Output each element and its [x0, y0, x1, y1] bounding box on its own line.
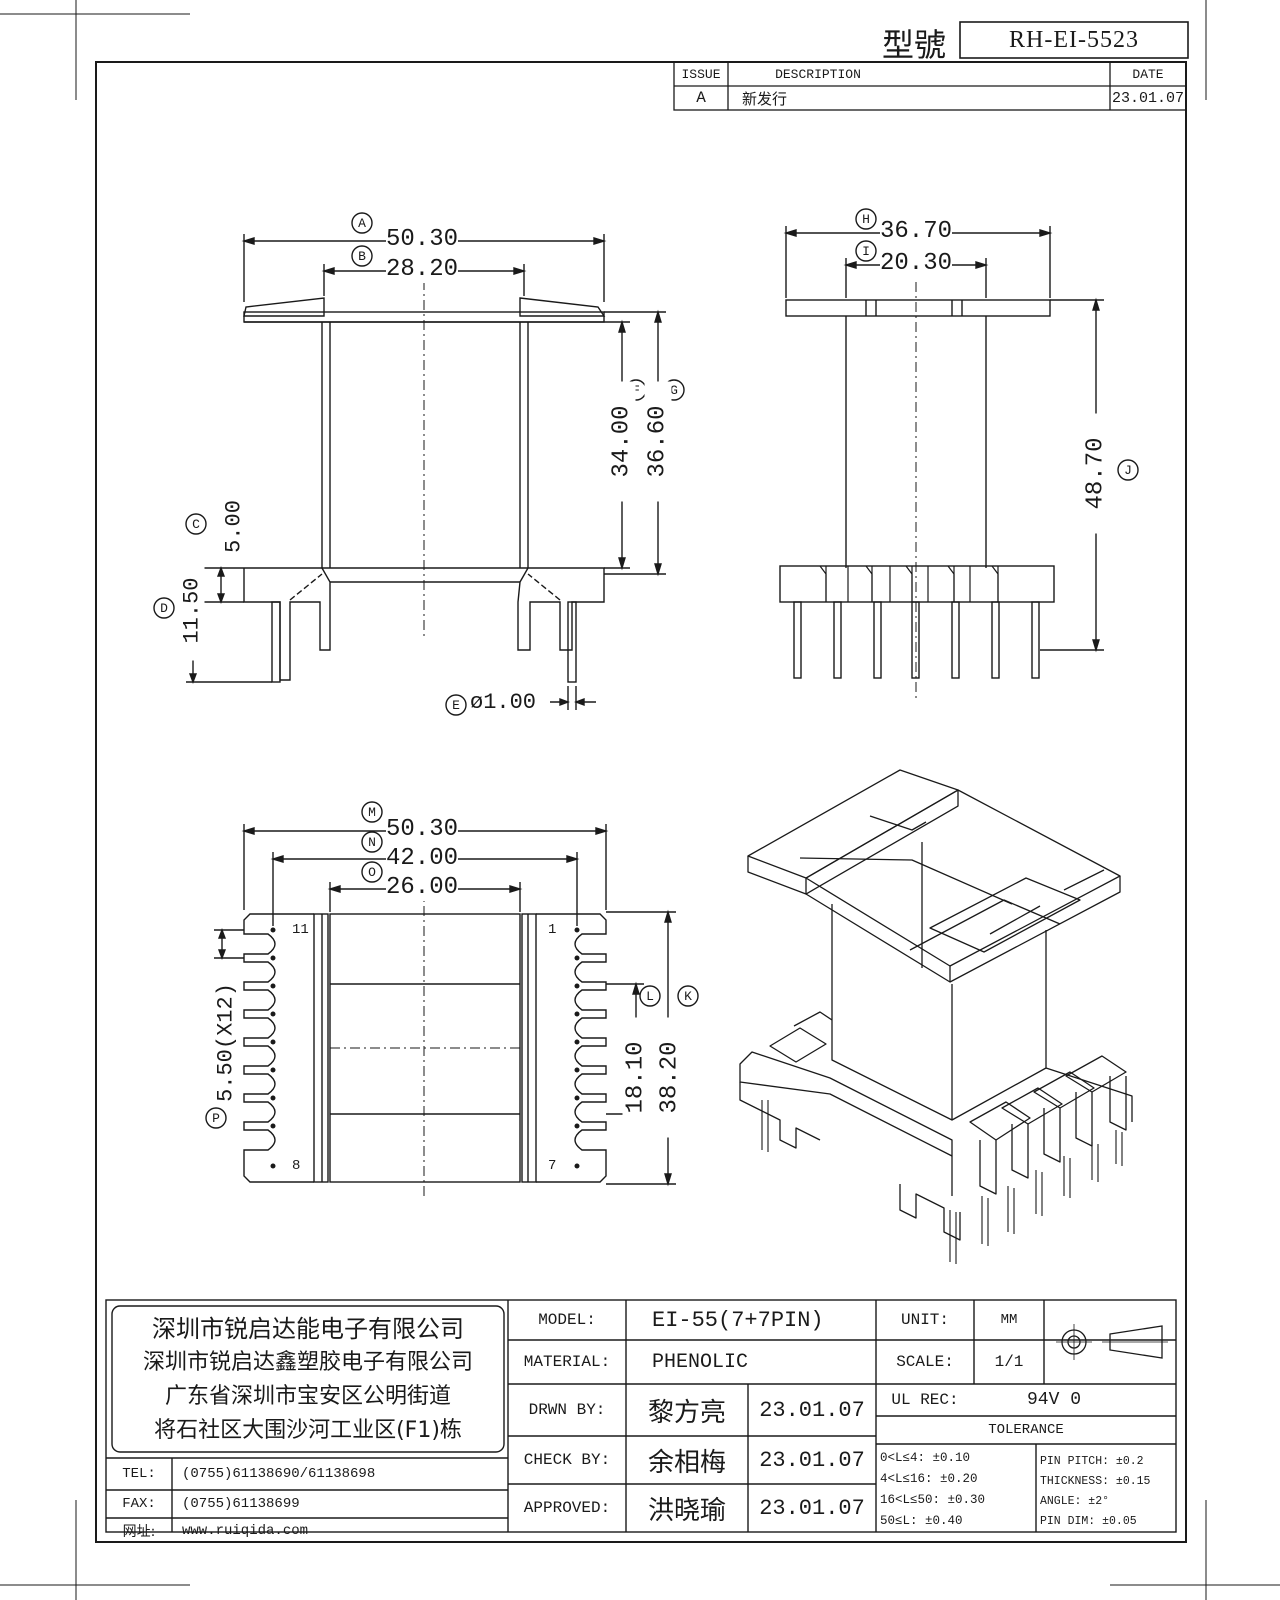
tolerance-right-1: PIN PITCH: ±0.2 — [1040, 1455, 1144, 1468]
company-line-3: 广东省深圳市宝安区公明街道 — [164, 1384, 451, 1409]
approved-date: 23.01.07 — [759, 1495, 865, 1521]
pin-label-1: 1 — [548, 922, 557, 938]
material-value: PHENOLIC — [652, 1350, 749, 1374]
check-by-label: CHECK BY: — [523, 1451, 611, 1469]
revision-col-issue: ISSUE — [681, 66, 721, 82]
tolerance-left-4: 50≤L: ±0.40 — [880, 1514, 963, 1528]
material-label: MATERIAL: — [523, 1353, 611, 1371]
ul-value: 94V 0 — [1026, 1390, 1081, 1410]
revision-row-issue: A — [696, 89, 706, 107]
tolerance-right-2: THICKNESS: ±0.15 — [1040, 1475, 1151, 1488]
website-label: 网址: — [122, 1524, 156, 1540]
tolerance-left-1: 0<L≤4: ±0.10 — [880, 1451, 971, 1465]
dim-value-d: 11.50 — [179, 560, 205, 661]
dim-letter-n: N — [368, 834, 376, 850]
tolerance-right-3: ANGLE: ±2° — [1040, 1495, 1110, 1508]
unit-value: MM — [1000, 1312, 1018, 1328]
dim-letter-i: I — [862, 243, 870, 259]
dim-letter-k: K — [684, 988, 692, 1004]
revision-col-description: DESCRIPTION — [775, 66, 861, 82]
drawn-by-name: 黎方亮 — [647, 1397, 726, 1428]
dim-letter-p: P — [212, 1110, 220, 1126]
drawn-date: 23.01.07 — [759, 1397, 865, 1423]
approved-label: APPROVED: — [523, 1499, 611, 1517]
tolerance-right: PIN PITCH: ±0.2 THICKNESS: ±0.15 ANGLE: … — [1040, 1452, 1174, 1532]
check-by-name: 余相梅 — [647, 1447, 726, 1478]
isometric-view — [739, 769, 1133, 1264]
dim-value-b: 28.20 — [386, 256, 459, 283]
dim-value-m: 50.30 — [386, 816, 459, 843]
drawn-by-label: DRWN BY: — [528, 1401, 606, 1419]
dim-letter-a: A — [358, 215, 366, 231]
ul-label: UL REC: — [891, 1391, 959, 1409]
dim-value-a: 50.30 — [386, 226, 459, 253]
check-date: 23.01.07 — [759, 1447, 865, 1473]
unit-label: UNIT: — [900, 1311, 949, 1329]
revision-col-date: DATE — [1132, 66, 1164, 82]
pin-label-7: 7 — [548, 1158, 557, 1174]
company-line-2: 深圳市锐启达鑫塑胶电子有限公司 — [142, 1350, 473, 1375]
revision-table — [673, 61, 1187, 111]
dim-value-o: 26.00 — [386, 874, 459, 901]
website-value: www.ruiqida.com — [182, 1523, 309, 1539]
dim-letter-m: M — [368, 804, 376, 820]
dim-letter-o: O — [368, 864, 376, 880]
fax-label: FAX: — [122, 1496, 156, 1512]
dim-letter-b: B — [358, 248, 366, 264]
dim-letter-f: F — [632, 382, 640, 398]
dim-value-p: 5.50(X12) — [213, 983, 239, 1102]
pin-label-11: 11 — [292, 922, 309, 938]
revision-row-date: 23.01.07 — [1111, 89, 1184, 107]
dim-letter-h: H — [862, 211, 870, 227]
dim-letter-d: D — [160, 600, 168, 616]
model-number-label: 型號 — [882, 26, 947, 64]
title-block-grid — [105, 1299, 1177, 1533]
sheet-border — [95, 61, 1187, 1543]
model-number-box — [959, 21, 1189, 59]
dim-value-k: 38.20 — [656, 1017, 684, 1138]
tolerance-left-3: 16<L≤50: ±0.30 — [880, 1493, 986, 1507]
dim-value-i: 20.30 — [880, 250, 953, 277]
company-block: 深圳市锐启达能电子有限公司 深圳市锐启达鑫塑胶电子有限公司 广东省深圳市宝安区公… — [118, 1312, 498, 1448]
dim-value-g: 36.60 — [644, 381, 672, 502]
front-view — [153, 212, 685, 716]
revision-row-description: 新发行 — [742, 89, 788, 108]
tolerance-title: TOLERANCE — [988, 1422, 1064, 1438]
pin-label-8: 8 — [292, 1158, 301, 1174]
fax-value: (0755)61138699 — [182, 1496, 300, 1512]
dim-value-l: 18.10 — [622, 1017, 650, 1138]
model-label: MODEL: — [538, 1311, 596, 1329]
model-value: EI-55(7+7PIN) — [652, 1307, 824, 1333]
projection-symbol-icon — [1056, 1324, 1168, 1360]
company-line-4: 将石社区大围沙河工业区(F1)栋 — [154, 1418, 462, 1443]
dim-letter-j: J — [1124, 462, 1132, 478]
approved-name: 洪晓瑜 — [647, 1495, 726, 1526]
dim-value-f: 34.00 — [608, 381, 636, 502]
dim-letter-e: E — [452, 697, 460, 713]
scale-label: SCALE: — [896, 1353, 954, 1371]
company-line-1: 深圳市锐启达能电子有限公司 — [152, 1315, 464, 1343]
dim-value-c: 5.00 — [221, 500, 247, 553]
dim-value-n: 42.00 — [386, 845, 459, 872]
dim-value-h: 36.70 — [880, 218, 953, 245]
tel-value: (0755)61138690/61138698 — [182, 1466, 376, 1482]
dim-letter-g: G — [670, 382, 678, 398]
tolerance-left: 0<L≤4: ±0.10 4<L≤16: ±0.20 16<L≤50: ±0.3… — [880, 1448, 1034, 1532]
model-number-value: RH-EI-5523 — [1009, 26, 1139, 53]
tolerance-right-4: PIN DIM: ±0.05 — [1040, 1515, 1137, 1528]
tel-label: TEL: — [122, 1466, 156, 1482]
scale-value: 1/1 — [994, 1353, 1024, 1371]
dim-letter-c: C — [192, 516, 200, 532]
dim-letter-l: L — [646, 988, 654, 1004]
dim-value-e: ø1.00 — [470, 690, 537, 715]
tolerance-left-2: 4<L≤16: ±0.20 — [880, 1472, 978, 1486]
dim-value-j: 48.70 — [1082, 413, 1110, 534]
